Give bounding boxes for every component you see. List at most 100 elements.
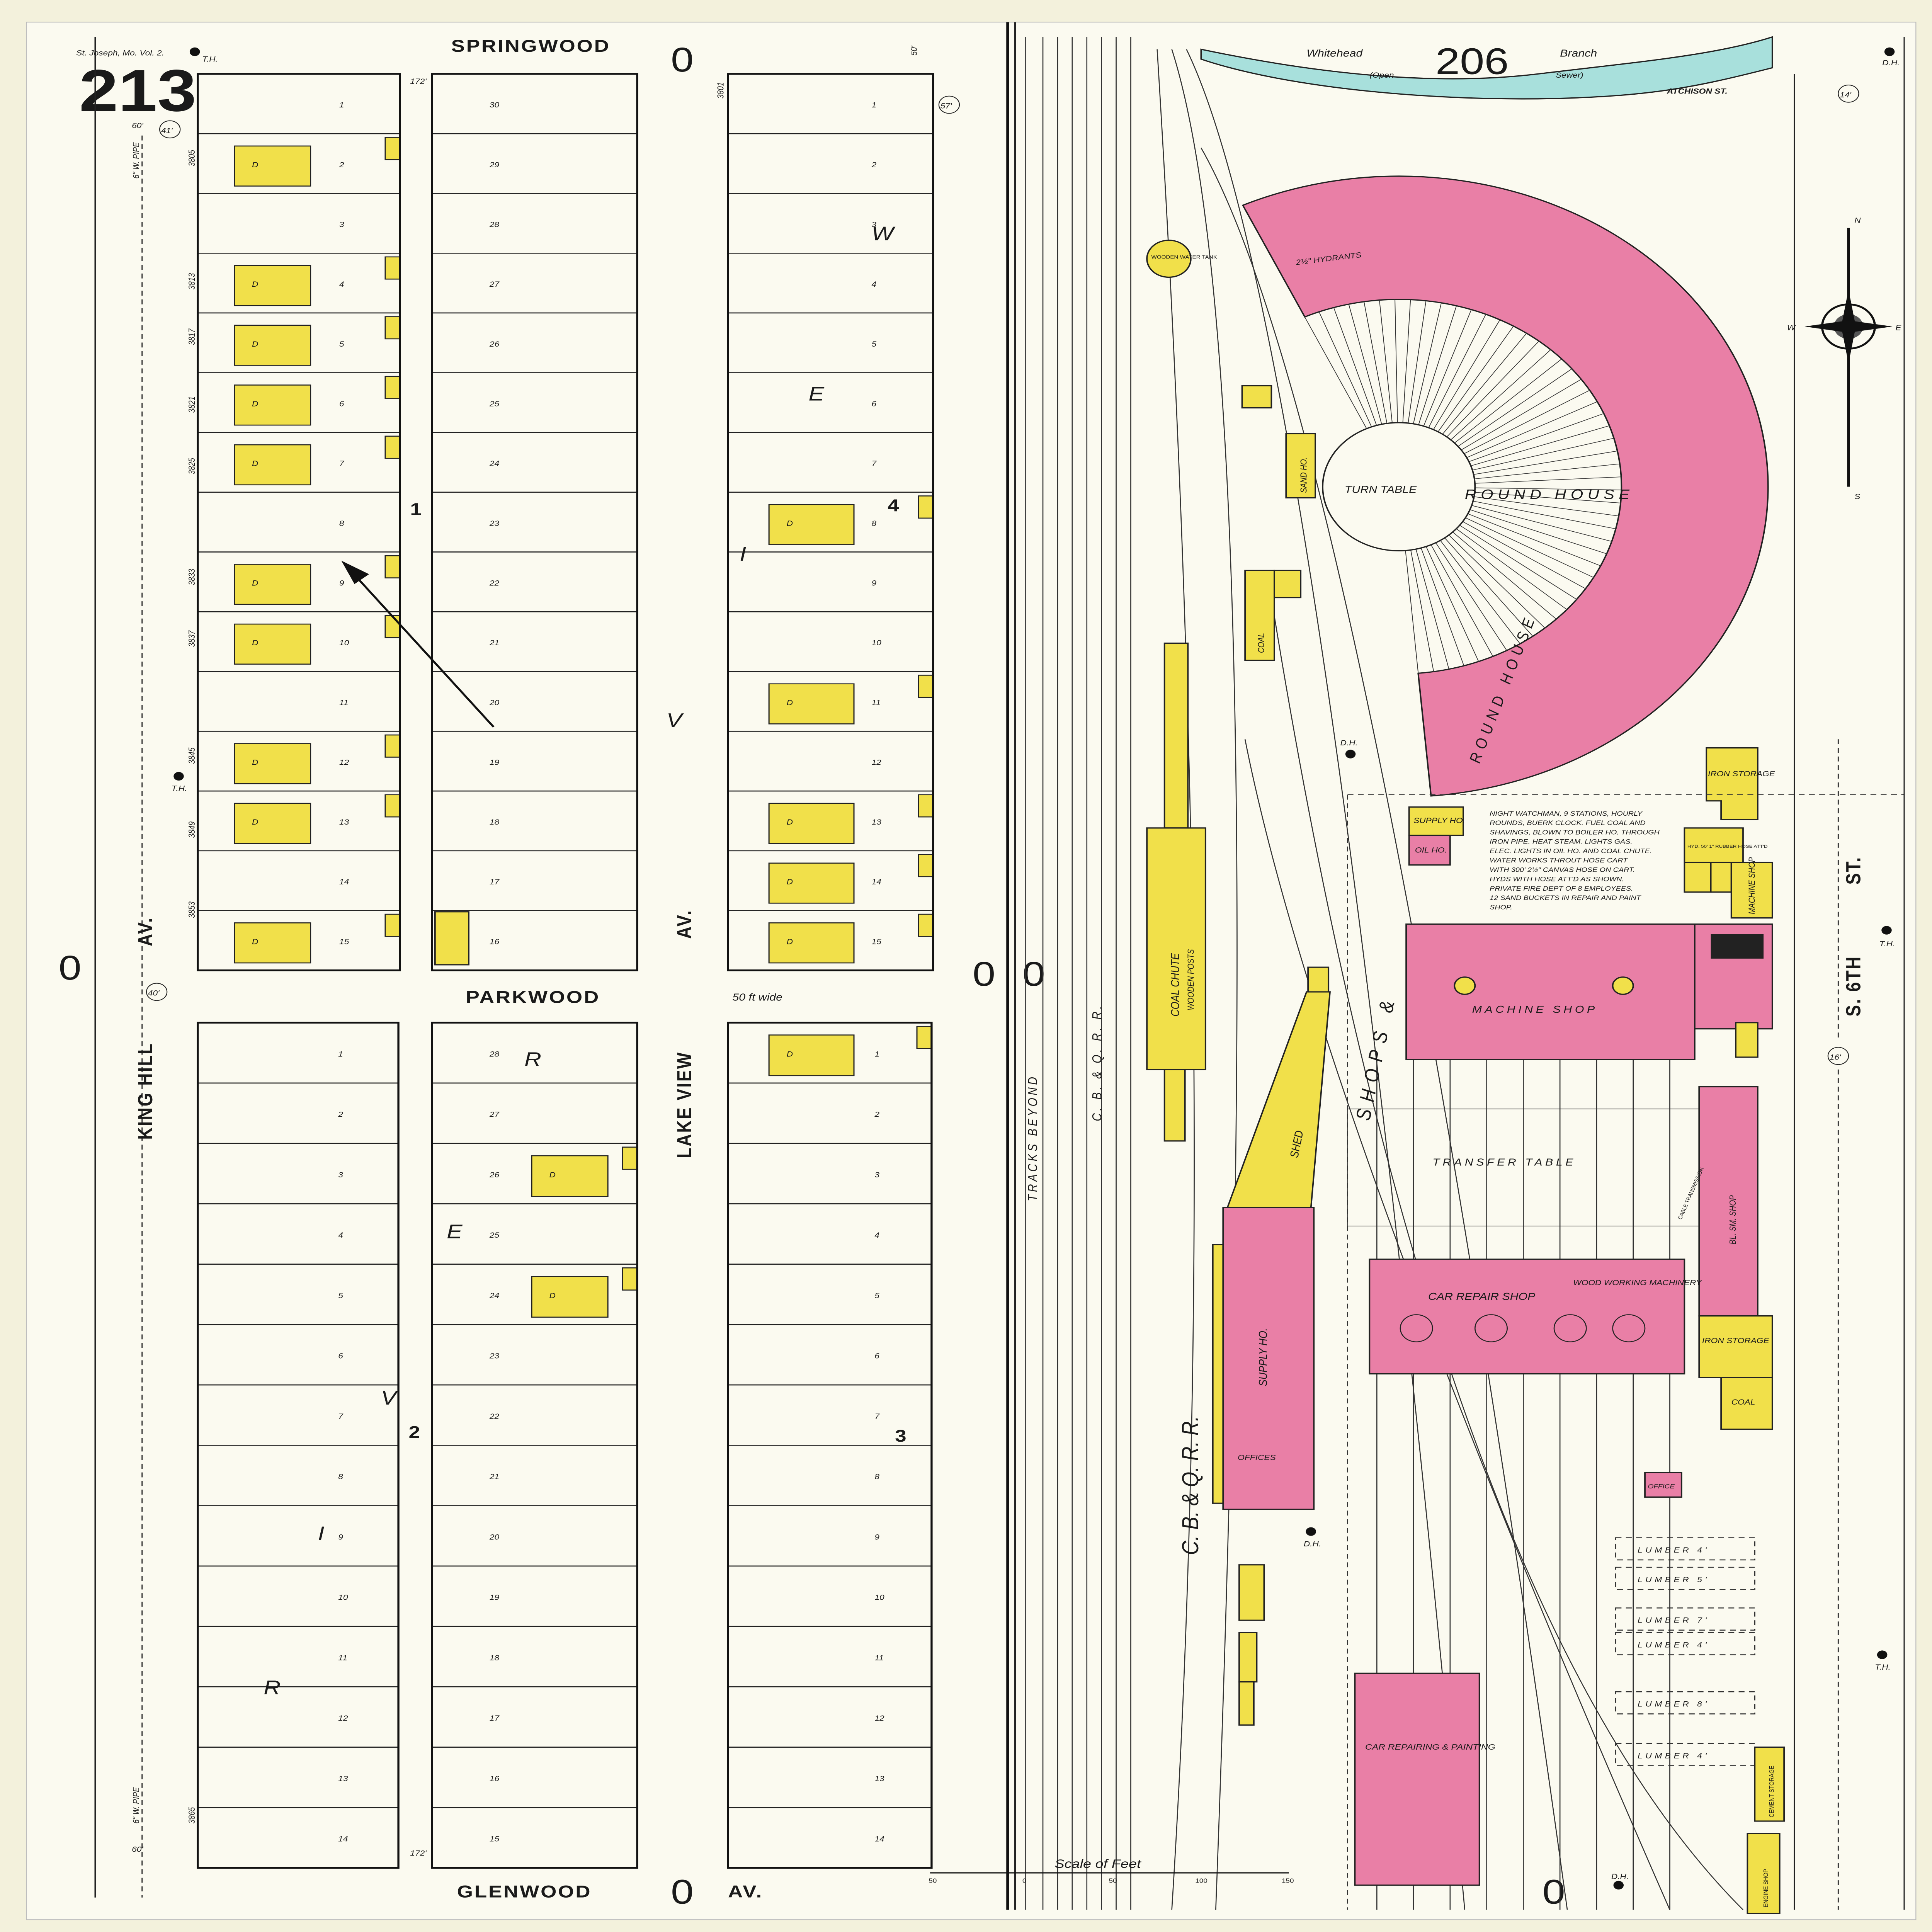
frame-building: [1238, 1632, 1258, 1683]
stall-track: [1430, 544, 1493, 657]
lot-number: 22: [489, 579, 500, 587]
outbuilding: [918, 495, 934, 519]
lot-number: 11: [338, 1654, 347, 1662]
dwelling: [768, 683, 855, 724]
lot-number: 16: [490, 1775, 500, 1783]
iron-storage-lower: [1698, 1315, 1773, 1378]
dwelling: [234, 803, 311, 844]
lot: [431, 731, 638, 792]
street-zero-mark: 0: [59, 948, 82, 987]
width-circle: 14': [1838, 85, 1859, 103]
svg-text:I: I: [318, 1522, 325, 1544]
dwelling: [234, 564, 311, 605]
hydrant-icon: [173, 772, 184, 781]
outbuilding: [384, 256, 401, 280]
lot-number: 12: [338, 1714, 348, 1723]
supply-house-small: [1408, 806, 1464, 836]
lot-number: 14: [338, 1835, 348, 1843]
stall-track: [1475, 476, 1621, 484]
street-lake-view: LAKE VIEW: [673, 1051, 696, 1158]
lot-number: 1: [874, 1050, 879, 1058]
stall-track: [1433, 320, 1500, 430]
hydrant-label: D.H.: [1611, 1872, 1629, 1881]
stall-track: [1475, 487, 1622, 490]
block-outline: [197, 73, 401, 971]
machine-shop-small: [1730, 862, 1773, 919]
coal-chute-trestle: [1163, 642, 1189, 829]
lot: [431, 253, 638, 314]
lot-number: 15: [871, 938, 881, 946]
dwelling-label: D: [549, 1171, 556, 1179]
svg-text:0: 0: [1022, 1877, 1027, 1884]
lot-number: 5: [871, 340, 876, 348]
stall-track: [1461, 379, 1582, 451]
whitehead-branch-sewer: [1200, 36, 1773, 100]
dwelling-label: D: [252, 161, 258, 169]
street-width-label: 60': [132, 122, 144, 130]
car-repairing-painting-shop: [1354, 1672, 1480, 1886]
lot-number: 9: [338, 1533, 343, 1541]
dwelling-label: D: [252, 639, 258, 647]
lot: [727, 372, 934, 433]
lumber-pile: [1615, 1743, 1755, 1766]
water-pipe-line: [1347, 794, 1904, 1910]
lot-number: 9: [871, 579, 876, 587]
lot: [431, 790, 638, 852]
width-circle: 57': [938, 95, 960, 114]
outbuilding: [384, 435, 401, 459]
lot: [727, 1384, 932, 1446]
lot: [431, 73, 638, 134]
stall-track: [1469, 413, 1604, 462]
lot: [197, 1324, 399, 1386]
street-zero-mark: 0: [1543, 1872, 1565, 1911]
lot-number: 13: [338, 1775, 348, 1783]
fire-protection-notes: NIGHT WATCHMAN, 9 STATIONS, HOURLYROUNDS…: [1490, 810, 1660, 911]
dwelling: [234, 623, 311, 665]
lot-number: 11: [874, 1654, 884, 1662]
dwelling: [768, 1034, 855, 1077]
dwelling: [531, 1155, 609, 1197]
hydrant-icon: [1345, 750, 1356, 759]
dwelling-label: D: [787, 818, 793, 827]
lot: [197, 1143, 399, 1204]
lot: [197, 1807, 399, 1869]
block-outline: [727, 1022, 933, 1869]
lot-number: 13: [339, 818, 349, 827]
lot-number: 25: [489, 1231, 500, 1240]
street-king-hill: KING HILL: [134, 1043, 157, 1140]
outbuilding: [384, 316, 401, 340]
lake-view-av-suffix: AV.: [673, 909, 696, 939]
lot: [431, 1626, 638, 1687]
platform: [1212, 1244, 1224, 1504]
stall-track: [1437, 326, 1514, 432]
coal-shed-label: COAL: [1731, 1398, 1755, 1406]
lot: [431, 1324, 638, 1386]
block-number: 4: [888, 496, 899, 515]
stall-track: [1364, 301, 1388, 423]
oil-house: [1408, 835, 1451, 866]
lumber-pile: [1615, 1632, 1755, 1655]
wood-working-label: WOOD WORKING MACHINERY: [1573, 1279, 1702, 1287]
svg-text:3849: 3849: [187, 821, 197, 838]
stall-track: [1304, 316, 1367, 429]
street-south-sixth: S. 6TH: [1842, 956, 1865, 1017]
boiler-icon: [1612, 976, 1634, 995]
note-line: 12 SAND BUCKETS IN REPAIR AND PAINT: [1490, 895, 1642, 901]
svg-text:3825: 3825: [187, 458, 197, 474]
lot: [727, 611, 934, 672]
hydrant-icon: [1306, 1527, 1316, 1536]
svg-text:3865: 3865: [187, 1807, 197, 1824]
lot-number: 17: [490, 878, 500, 886]
lot-number: 8: [339, 519, 344, 527]
machine-shop-small-label: MACHINE SHOP: [1747, 857, 1757, 914]
lot: [431, 850, 638, 911]
hydrant-label: T.H.: [172, 785, 187, 793]
stall-track: [1413, 303, 1442, 424]
lot-number: 18: [490, 1654, 500, 1662]
svg-text:Scale of Feet: Scale of Feet: [1054, 1857, 1141, 1871]
street-parkwood: PARKWOOD: [466, 988, 600, 1007]
block-depth-label: 172': [410, 77, 427, 85]
stall-track: [1405, 550, 1419, 673]
stall-track: [1471, 505, 1612, 542]
